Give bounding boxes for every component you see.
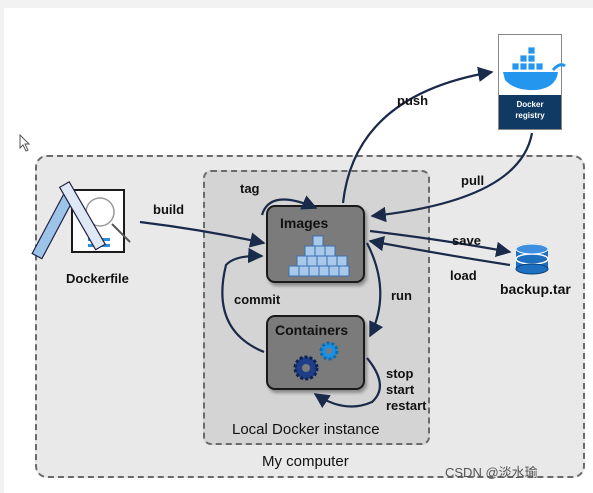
push-arrow: [341, 66, 494, 204]
pull-arrow: [370, 132, 534, 223]
dockerfile-icon: [31, 181, 131, 260]
images-label: Images: [280, 215, 329, 231]
stop-label: stop: [386, 366, 414, 381]
build-arrow: [139, 220, 266, 248]
push-label: push: [397, 93, 429, 108]
registry-label: Docker registry: [499, 99, 561, 121]
run-label: run: [391, 288, 412, 303]
database-icon: [515, 243, 549, 275]
mouse-cursor-icon: [19, 133, 31, 152]
load-arrow: [368, 235, 511, 267]
containers-label: Containers: [275, 322, 349, 338]
registry-label-line2: registry: [515, 111, 545, 120]
save-label: save: [452, 233, 481, 248]
pull-label: pull: [461, 173, 485, 188]
gears-icon: [293, 341, 339, 381]
images-cube-icon: [288, 235, 350, 277]
containers-node: [266, 315, 365, 390]
backup-label: backup.tar: [500, 281, 571, 297]
dockerfile-label: Dockerfile: [66, 271, 129, 286]
watermark: CSDN @淡水瑜: [445, 465, 538, 480]
build-label: build: [153, 202, 185, 217]
load-label: load: [450, 268, 477, 283]
my-computer-label: My computer: [262, 453, 349, 470]
stop-start-restart-arrow: [313, 357, 381, 409]
registry-band: [499, 95, 561, 129]
commit-label: commit: [234, 292, 281, 307]
restart-label: restart: [386, 398, 427, 413]
tag-arrow: [260, 195, 318, 216]
run-arrow: [366, 242, 384, 338]
commit-arrow: [221, 247, 265, 354]
registry-label-line1: Docker: [516, 100, 544, 109]
tag-label: tag: [240, 181, 260, 196]
save-arrow: [369, 229, 512, 258]
docker-whale-icon: [503, 46, 566, 91]
start-label: start: [386, 382, 415, 397]
local-docker-instance-label: Local Docker instance: [232, 421, 380, 438]
